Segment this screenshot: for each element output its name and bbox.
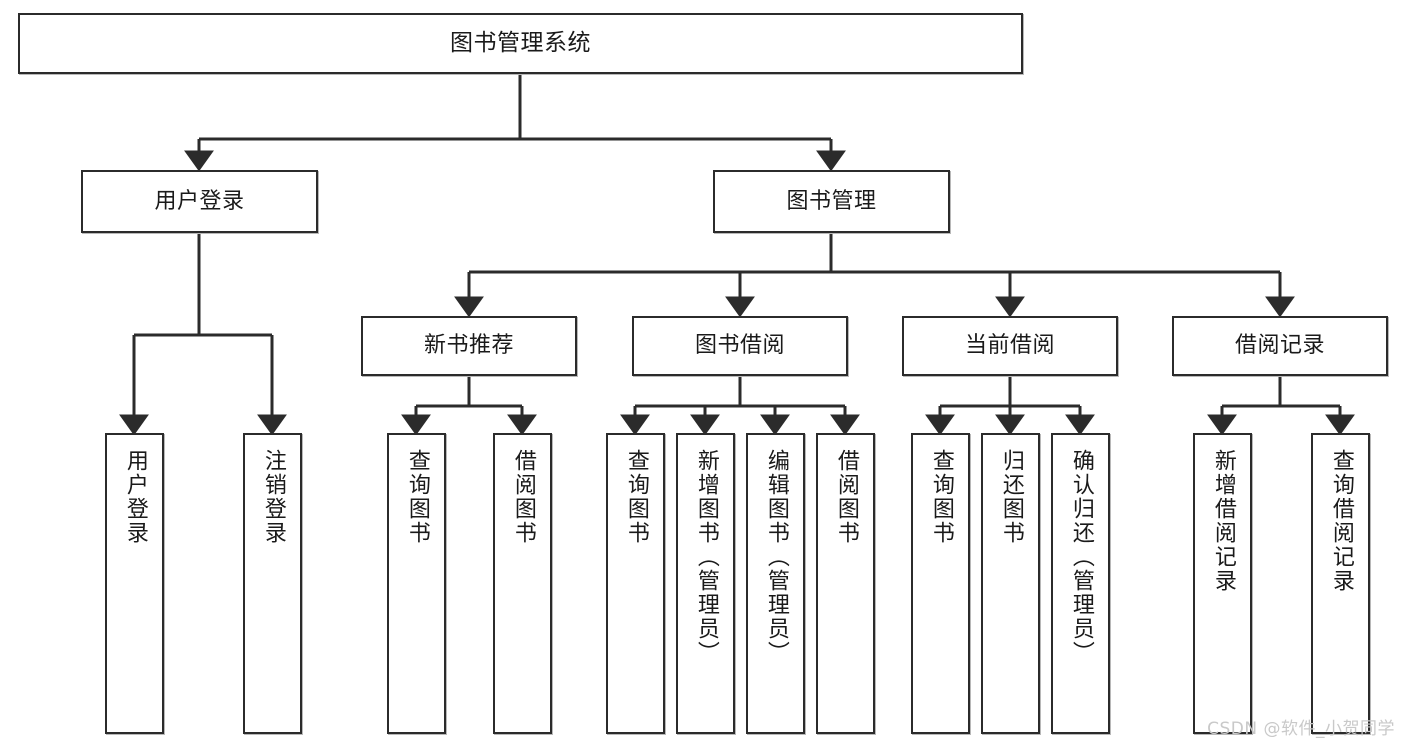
node-label: 查询图书 — [623, 449, 649, 545]
node-root-book-management-system[interactable]: 图书管理系统 — [18, 13, 1023, 74]
node-leaf-return-book[interactable]: 归还图书 — [981, 433, 1040, 734]
node-label: 借阅图书 — [833, 449, 859, 545]
node-label: 当前借阅 — [964, 333, 1055, 359]
node-label: 图书借阅 — [694, 333, 785, 359]
node-label: 新书推荐 — [423, 333, 514, 359]
node-leaf-query-book-rec[interactable]: 查询图书 — [387, 433, 446, 734]
node-label: 新增图书（管理员） — [693, 449, 719, 665]
node-leaf-logout-login[interactable]: 注销登录 — [243, 433, 302, 734]
node-book-borrow[interactable]: 图书借阅 — [632, 316, 848, 376]
node-current-borrow[interactable]: 当前借阅 — [902, 316, 1118, 376]
node-label: 图书管理 — [786, 188, 877, 214]
node-new-book-recommend[interactable]: 新书推荐 — [361, 316, 577, 376]
node-borrow-record[interactable]: 借阅记录 — [1172, 316, 1388, 376]
node-leaf-borrow-book-rec[interactable]: 借阅图书 — [493, 433, 552, 734]
node-leaf-edit-book-admin[interactable]: 编辑图书（管理员） — [746, 433, 805, 734]
node-label: 用户登录 — [154, 188, 245, 214]
node-leaf-query-borrow-record[interactable]: 查询借阅记录 — [1311, 433, 1370, 734]
node-leaf-confirm-return-admin[interactable]: 确认归还（管理员） — [1051, 433, 1110, 734]
node-leaf-user-login[interactable]: 用户登录 — [105, 433, 164, 734]
node-label: 查询图书 — [928, 449, 954, 545]
node-book-management[interactable]: 图书管理 — [713, 170, 950, 233]
node-label: 用户登录 — [122, 449, 148, 545]
node-leaf-add-book-admin[interactable]: 新增图书（管理员） — [676, 433, 735, 734]
node-label: 编辑图书（管理员） — [763, 449, 789, 665]
node-label: 归还图书 — [998, 449, 1024, 545]
node-label: 确认归还（管理员） — [1068, 449, 1094, 665]
node-label: 借阅图书 — [510, 449, 536, 545]
node-label: 图书管理系统 — [450, 30, 591, 57]
node-user-login[interactable]: 用户登录 — [81, 170, 318, 233]
node-label: 查询图书 — [404, 449, 430, 545]
node-label: 新增借阅记录 — [1210, 449, 1236, 593]
node-label: 查询借阅记录 — [1328, 449, 1354, 593]
node-label: 借阅记录 — [1234, 333, 1325, 359]
csdn-watermark: CSDN @软件_小贺同学 — [1207, 719, 1395, 739]
node-label: 注销登录 — [260, 449, 286, 545]
node-leaf-query-book-borrow[interactable]: 查询图书 — [606, 433, 665, 734]
node-leaf-borrow-book[interactable]: 借阅图书 — [816, 433, 875, 734]
node-leaf-query-book-current[interactable]: 查询图书 — [911, 433, 970, 734]
node-leaf-add-borrow-record[interactable]: 新增借阅记录 — [1193, 433, 1252, 734]
